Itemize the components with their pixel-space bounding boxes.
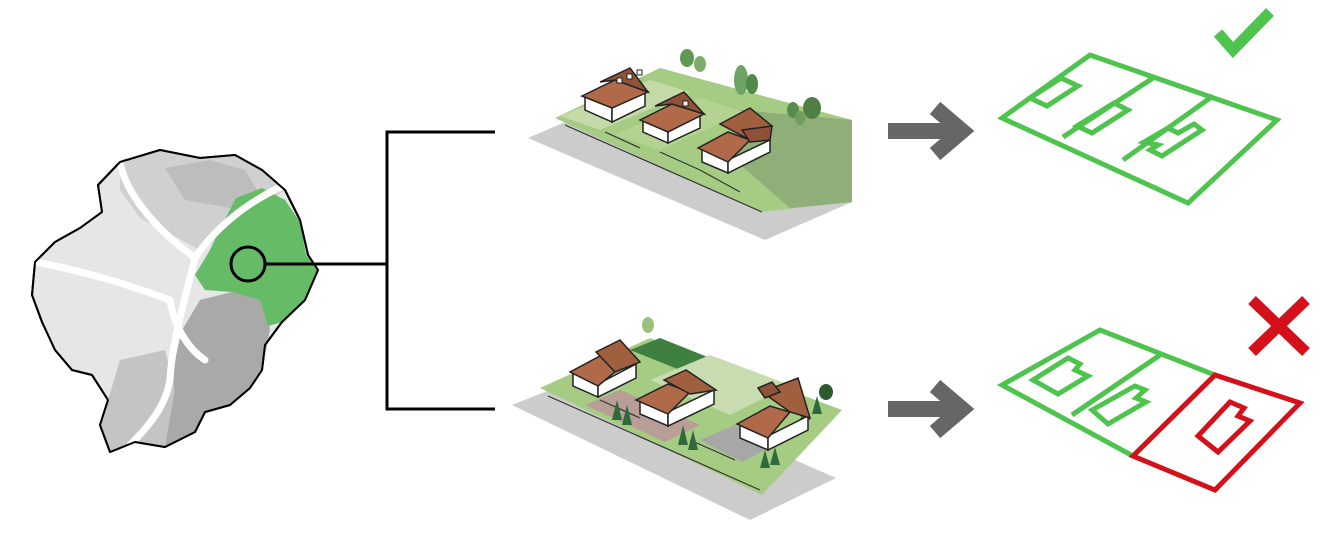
house-bottom-1: [568, 339, 642, 399]
trees-top: [680, 49, 821, 125]
neighbourhood-bottom: [512, 317, 842, 520]
building-footprint-2: [1071, 100, 1134, 136]
plot-outline-invalid-red: [1128, 372, 1305, 493]
right-arrow-icon: [888, 101, 975, 161]
paving-bottom-2: [700, 425, 775, 462]
building-footprint-1: [1024, 75, 1084, 109]
fence-lines-bottom: [547, 395, 761, 491]
house-top-3: [696, 107, 774, 175]
building-footprint-6: [1194, 399, 1255, 456]
cross-icon: [1248, 296, 1310, 356]
branch-connector: [265, 130, 495, 411]
fence-lines-top: [564, 124, 763, 213]
city-map: [31, 149, 319, 453]
neighbourhood-top: [528, 49, 852, 240]
map-outline-top: [31, 149, 319, 453]
map-roads: [31, 158, 289, 449]
building-footprint-5: [1087, 383, 1152, 428]
building-footprint-4: [1028, 355, 1094, 397]
house-bottom-2: [634, 369, 719, 428]
right-arrow-icon: [888, 379, 975, 439]
checkmark-icon: [1213, 8, 1274, 59]
house-bottom-3: [735, 377, 812, 452]
map-region-south: [160, 292, 270, 447]
plot-layout-valid: [997, 52, 1282, 206]
house-top-2: [638, 91, 707, 145]
building-footprint-3: [1137, 121, 1207, 159]
plot-outline-valid: [997, 52, 1282, 206]
map-region-northeast: [165, 160, 260, 208]
plot-layout-invalid: [996, 327, 1305, 493]
map-region-southwest: [100, 350, 175, 452]
paving-bottom: [585, 390, 700, 442]
house-top-1: [580, 67, 651, 124]
